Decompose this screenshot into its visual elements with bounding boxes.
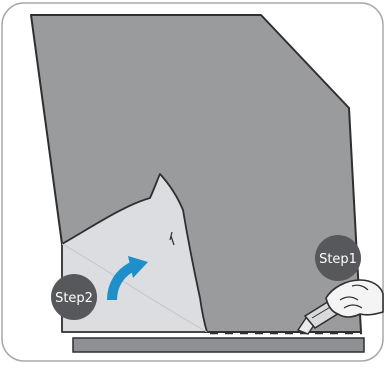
step1-badge: Step1 <box>315 235 361 281</box>
step1-label: Step1 <box>319 252 357 267</box>
bottom-frame-bar <box>73 338 364 352</box>
step2-label: Step2 <box>55 291 93 306</box>
step2-badge: Step2 <box>51 274 97 320</box>
